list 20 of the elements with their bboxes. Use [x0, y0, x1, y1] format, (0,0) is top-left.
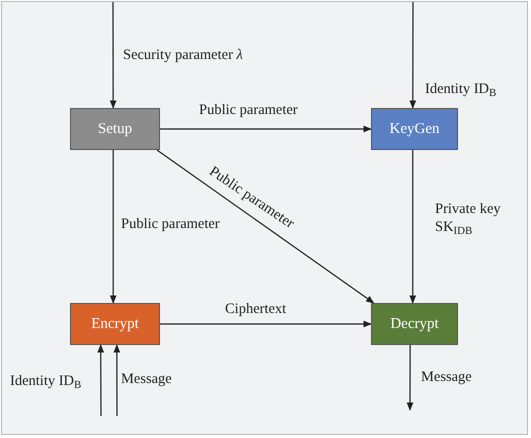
process-box: Encrypt	[70, 303, 160, 345]
arrow	[110, 2, 117, 109]
process-box: Decrypt	[371, 303, 458, 345]
arrow	[156, 150, 374, 304]
arrow	[406, 345, 414, 411]
arrow	[110, 150, 117, 304]
arrow	[160, 320, 372, 328]
edge-label: Identity ID$_{B}$	[424, 80, 498, 98]
edge-label: Security parameter λ	[122, 46, 244, 64]
arrow	[409, 150, 416, 304]
edge-label: Public parameter	[120, 215, 221, 233]
arrow	[114, 344, 120, 416]
edge-label: Public parameter	[198, 101, 299, 119]
arrow	[97, 344, 104, 416]
arrow	[160, 126, 372, 132]
edge-label: Identity ID$_{B}$	[9, 372, 82, 390]
arrow	[409, 2, 416, 109]
edge-label: Ciphertext	[224, 300, 288, 318]
process-box: Setup	[70, 108, 160, 150]
process-box: KeyGen	[371, 108, 458, 150]
